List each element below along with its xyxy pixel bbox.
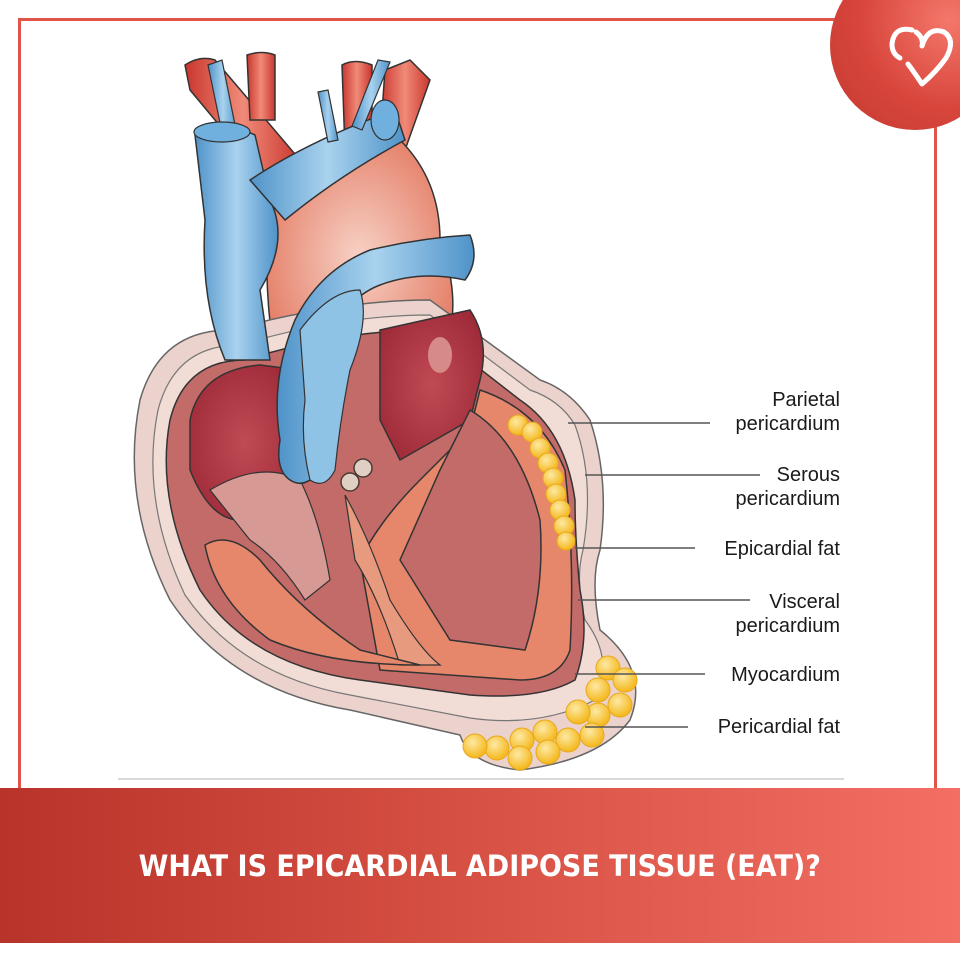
divider-line bbox=[118, 778, 844, 780]
right-ventricle-wall bbox=[204, 539, 421, 666]
valve-opening bbox=[428, 337, 452, 373]
label-myocardium: Myocardium bbox=[731, 663, 840, 687]
label-pericardial-fat: Pericardial fat bbox=[718, 715, 840, 739]
brachiocephalic-vein bbox=[248, 109, 406, 222]
label-line: Visceral bbox=[769, 591, 840, 613]
heart-icon bbox=[889, 26, 953, 87]
svc-opening bbox=[193, 121, 251, 143]
label-line: pericardium bbox=[735, 488, 840, 510]
label-epicardial-fat: Epicardial fat bbox=[724, 537, 840, 561]
label-line: Serous bbox=[776, 464, 840, 486]
epicardial-fat bbox=[507, 414, 576, 551]
septum bbox=[344, 494, 442, 666]
label-visceral-pericardium: Visceral pericardium bbox=[736, 590, 840, 638]
label-serous-pericardium: Serous pericardium bbox=[736, 463, 840, 511]
vein-branch-right bbox=[351, 59, 391, 131]
pulmonary-artery bbox=[276, 234, 475, 485]
left-atrium bbox=[379, 309, 485, 462]
heart-illustration bbox=[133, 51, 760, 771]
left-ventricle-cavity bbox=[399, 408, 542, 651]
valve-bead bbox=[340, 472, 360, 492]
pulmonary-trunk bbox=[299, 289, 364, 484]
leader-lines bbox=[568, 422, 760, 728]
banner-title: WHAT IS EPICARDIAL ADIPOSE TISSUE (EAT)? bbox=[138, 848, 822, 883]
label-line: pericardium bbox=[735, 413, 840, 435]
label-parietal-pericardium: Parietal pericardium bbox=[736, 388, 840, 436]
tricuspid-valve bbox=[209, 471, 331, 601]
label-line: Parietal bbox=[772, 389, 840, 411]
label-line: Epicardial fat bbox=[724, 538, 840, 560]
valve-bead bbox=[353, 458, 373, 478]
vein-branch-mid bbox=[317, 89, 339, 143]
vein-opening bbox=[370, 99, 400, 141]
label-line: pericardium bbox=[735, 615, 840, 637]
title-banner: WHAT IS EPICARDIAL ADIPOSE TISSUE (EAT)? bbox=[0, 788, 960, 943]
content-frame bbox=[18, 18, 937, 798]
label-line: Pericardial fat bbox=[717, 716, 840, 738]
label-line: Myocardium bbox=[731, 664, 840, 686]
